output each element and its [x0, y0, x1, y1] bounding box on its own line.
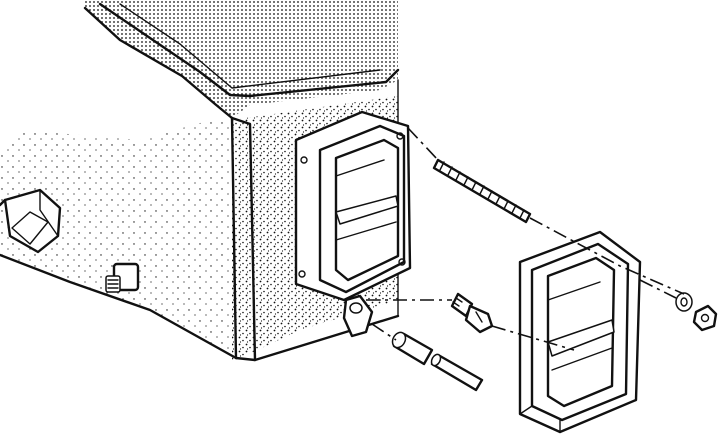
mounting-bracket: [0, 188, 62, 254]
hex-bolt: [450, 292, 494, 334]
hex-nut: [692, 304, 718, 332]
threaded-rod: [432, 158, 532, 224]
side-fitting: [105, 262, 140, 293]
assembly-guide-lines: [366, 127, 685, 351]
removable-frame: [518, 230, 642, 434]
mounted-box: [294, 110, 412, 338]
washer: [675, 292, 693, 312]
spacer-pin: [430, 353, 484, 392]
spacer-tube: [391, 331, 434, 366]
